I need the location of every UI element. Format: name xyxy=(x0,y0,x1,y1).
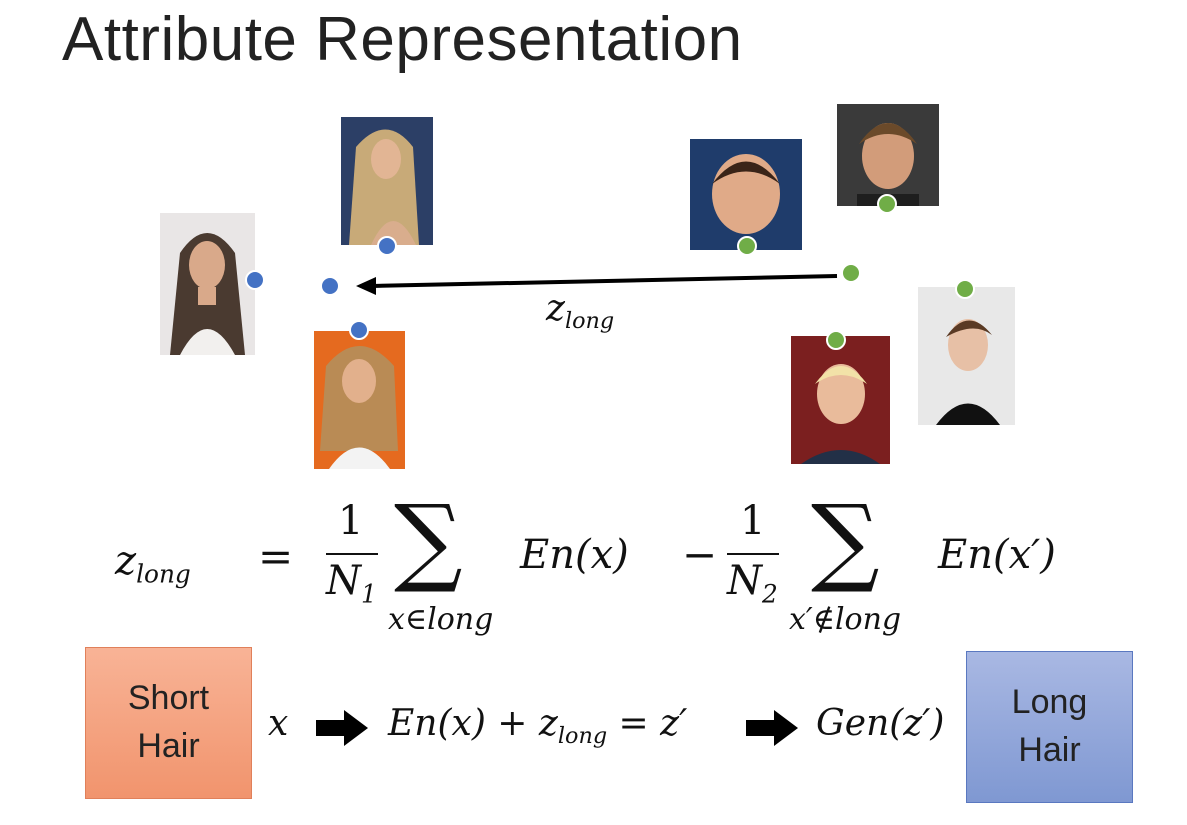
vector-label: zlong xyxy=(546,288,615,334)
term-2: En(x′) xyxy=(938,532,1056,578)
long-hair-mean-dot xyxy=(320,276,340,296)
short-hair-input-box: Short Hair xyxy=(85,647,252,799)
long-hair-output-box: Long Hair xyxy=(966,651,1133,803)
long-hair-embedding-dot xyxy=(377,236,397,256)
pipeline-generator: Gen(z′) xyxy=(816,703,945,744)
summation-2-subscript: x′∉long xyxy=(789,602,902,637)
fraction-2-denominator: N2 xyxy=(727,558,778,609)
long-hair-photo-3 xyxy=(314,331,405,469)
fraction-2-numerator: 1 xyxy=(740,498,766,544)
pipeline-x: x xyxy=(268,703,289,744)
slide-title: Attribute Representation xyxy=(62,5,743,74)
summation-1-subscript: x∈long xyxy=(388,602,494,637)
summation-2: ∑ xyxy=(811,484,880,596)
fraction-1-bar xyxy=(326,553,378,555)
fraction-2-bar xyxy=(727,553,779,555)
formula-minus: − xyxy=(682,530,718,579)
long-hair-photo-1 xyxy=(160,213,255,355)
formula-equals: = xyxy=(258,532,294,581)
summation-1: ∑ xyxy=(394,484,463,596)
long-hair-photo-2 xyxy=(341,117,433,245)
long-hair-embedding-dot xyxy=(349,320,369,340)
short-hair-embedding-dot xyxy=(826,330,846,350)
fraction-1-denominator: N1 xyxy=(326,558,377,609)
right-arrow-icon xyxy=(746,710,798,746)
short-hair-photo-4 xyxy=(791,336,890,464)
short-hair-mean-dot xyxy=(841,263,861,283)
fraction-1-numerator: 1 xyxy=(338,498,364,544)
short-hair-embedding-dot xyxy=(877,194,897,214)
long-hair-embedding-dot xyxy=(245,270,265,290)
short-hair-embedding-dot xyxy=(737,236,757,256)
pipeline-encode: En(x) + zlong = z′ xyxy=(388,703,688,749)
short-hair-embedding-dot xyxy=(955,279,975,299)
formula-lhs: zlong xyxy=(115,538,191,589)
right-arrow-icon xyxy=(316,710,368,746)
short-hair-photo-3 xyxy=(918,287,1015,425)
short-hair-photo-1 xyxy=(690,139,802,250)
term-1: En(x) xyxy=(520,532,629,578)
